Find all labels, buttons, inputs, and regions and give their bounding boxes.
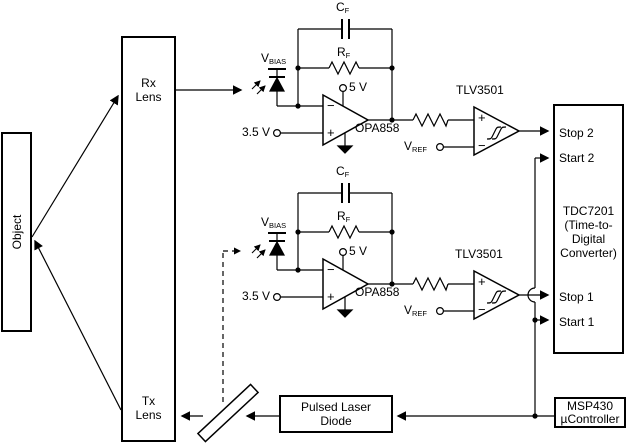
resistor-rf-icon [328,224,360,240]
rx-lens-label: Rx Lens [135,76,162,104]
photodiode-icon [268,76,286,92]
vref-terminal [436,143,445,152]
resistor-rf-icon [328,60,360,76]
msp430-block: MSP430 µController [554,397,626,428]
tdc-port-start2: Start 2 [559,151,595,165]
photon-arrow [256,249,266,259]
photon-arrow [251,80,261,90]
tdc7201-block: Stop 2 Start 2 TDC7201 (Time-to- Digital… [553,104,624,354]
comparator-icon [473,105,521,157]
supply-label: 5 V [349,244,368,258]
tdc-port-start1: Start 1 [559,315,595,329]
photon-arrow [256,85,266,95]
comparator-label: TLV3501 [456,83,504,97]
vref-terminal [436,307,445,316]
comparator-icon [473,269,521,321]
channel-bottom [222,183,550,402]
vref-label: VREF [404,139,428,155]
opamp-plus: + [327,289,335,304]
photon-arrow [251,244,261,254]
beam-splitter-icon [196,383,260,443]
bias-voltage-label: 3.5 V [241,289,270,303]
hysteresis-symbol [486,126,507,140]
comparator-plus: + [478,274,486,289]
supply-terminal [339,83,348,92]
junction-dots [295,229,395,287]
comparator-minus: − [478,138,486,153]
comparator-label: TLV3501 [455,247,503,261]
tdc-title: TDC7201 (Time-to- Digital Converter) [560,204,617,260]
comparator-minus: − [478,302,486,317]
cf-label: CF [336,0,350,16]
hysteresis-symbol [486,290,507,304]
object-to-rx-arrow [31,94,119,238]
junction-dots [532,317,538,419]
opamp-minus: − [327,98,335,113]
opamp-label: OPA858 [355,121,400,135]
supply-label: 5 V [349,80,368,94]
junction-dots [295,65,395,123]
vbias-label: VBIAS [261,215,287,231]
pulsed-laser-diode-block: Pulsed Laser Diode [279,395,393,433]
wire-hop [527,287,536,303]
series-resistor-icon [412,112,449,128]
opamp-label: OPA858 [355,285,400,299]
opamp-plus: + [327,125,335,140]
bias-voltage-label: 3.5 V [241,125,270,139]
ground-icon [336,145,354,154]
rf-label: RF [337,45,351,61]
tx-to-object-arrow [34,239,122,411]
tdc-port-stop2: Stop 2 [559,126,594,140]
vbias-label: VBIAS [261,51,287,67]
cf-label: CF [336,164,350,180]
rf-label: RF [337,209,351,225]
vref-label: VREF [404,303,428,319]
comparator-plus: + [478,110,486,125]
bias-terminal [273,129,282,138]
tdc-port-stop1: Stop 1 [559,290,594,304]
photodiode-icon [268,240,286,256]
channel-top [176,19,550,157]
ground-icon [336,309,354,318]
lens-block: Rx Lens Tx Lens [121,36,176,442]
series-resistor-icon [412,276,449,292]
supply-terminal [339,248,348,257]
opamp-icon [322,257,370,311]
optical-path-lines [31,94,122,411]
object-block: Object [1,132,32,332]
bias-terminal [273,293,282,302]
tx-lens-label: Tx Lens [135,394,162,422]
opamp-icon [322,93,370,147]
control-path [180,153,554,443]
opamp-minus: − [327,262,335,277]
